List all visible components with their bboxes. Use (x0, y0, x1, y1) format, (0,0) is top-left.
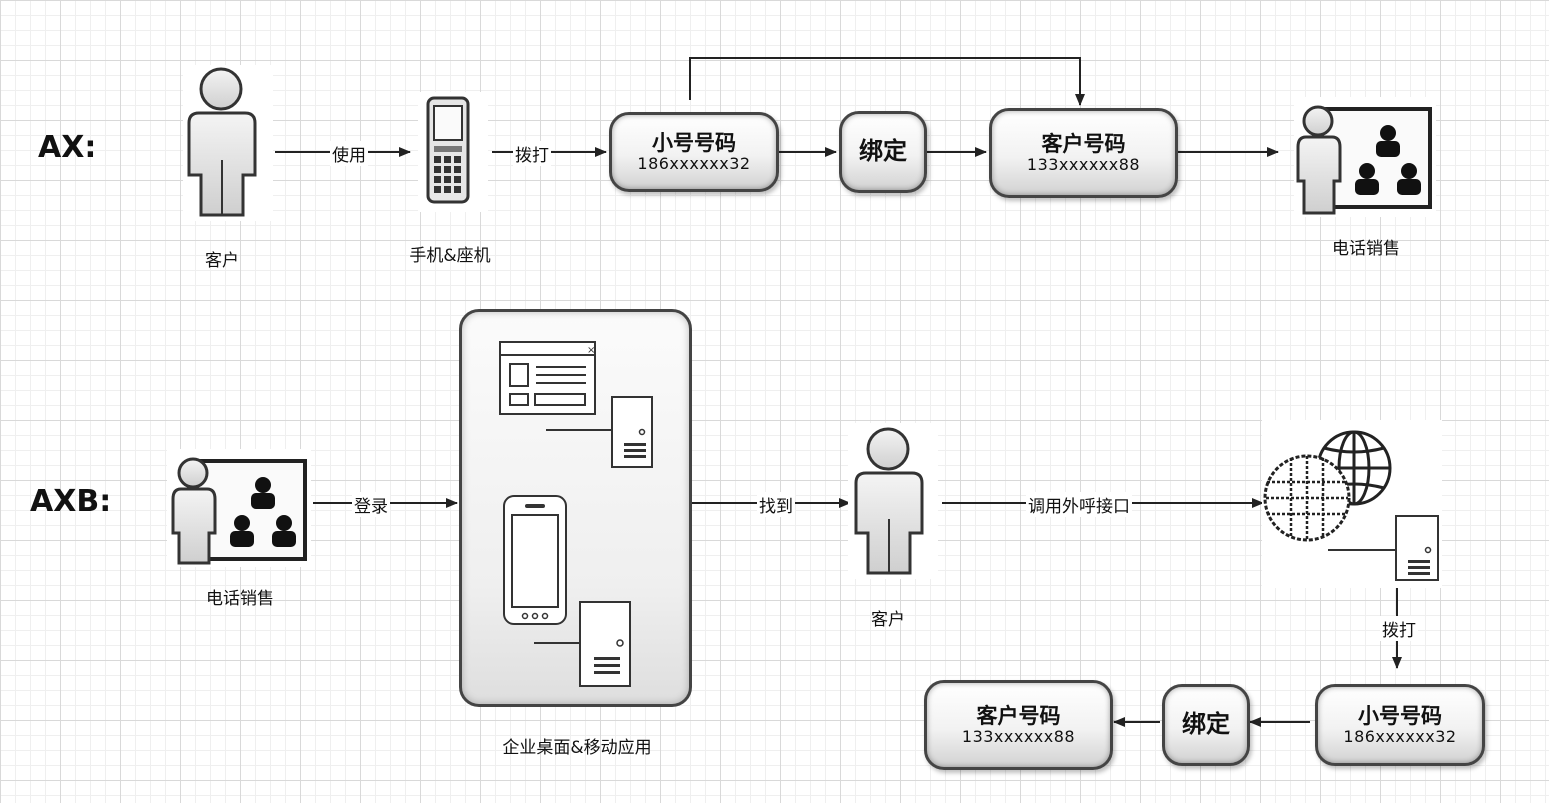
ax-customer-caption: 客户 (205, 251, 239, 271)
axb-customer-number-value: 133xxxxxx88 (961, 727, 1076, 747)
ax-small-number-value: 186xxxxxx32 (637, 154, 751, 174)
app-panel-illustration: × (499, 341, 653, 687)
axb-small-number-node: 小号号码 186xxxxxx32 (1315, 684, 1485, 766)
ax-customer-number-title: 客户号码 (1041, 132, 1126, 157)
axb-customer-number-node: 客户号码 133xxxxxx88 (924, 680, 1113, 770)
ax-small-number-title: 小号号码 (652, 131, 736, 156)
axb-edge-dial-label: 拨打 (1380, 616, 1418, 641)
axb-edge-find-label: 找到 (757, 492, 795, 517)
ax-bind-node: 绑定 (839, 111, 927, 193)
server-icon (1328, 515, 1439, 581)
axb-small-number-value: 186xxxxxx32 (1343, 727, 1457, 747)
axb-customer-number-title: 客户号码 (976, 704, 1061, 729)
browser-window-icon: × (499, 341, 596, 415)
axb-customer-node (848, 423, 938, 579)
axb-bind-label: 绑定 (1182, 710, 1230, 739)
edge-loop-line (689, 57, 1085, 106)
sales-team-icon (171, 457, 307, 565)
ax-phone-caption: 手机&座机 (409, 246, 491, 266)
ax-small-number-node: 小号号码 186xxxxxx32 (609, 112, 779, 192)
ax-phone-node (418, 92, 488, 212)
axb-app-panel: × (459, 309, 692, 707)
person-icon (187, 67, 257, 217)
axb-sales-node (167, 449, 311, 567)
server-icon (534, 601, 631, 687)
axb-edge-login-label: 登录 (352, 492, 390, 517)
axb-app-caption: 企业桌面&移动应用 (502, 738, 652, 758)
person-icon (854, 427, 924, 575)
ax-edge-dial-label: 拨打 (513, 141, 551, 166)
axb-edge-api-label: 调用外呼接口 (1026, 492, 1132, 517)
globe-server-icon (1263, 430, 1439, 581)
axb-small-number-title: 小号号码 (1358, 704, 1442, 729)
svg-text:×: × (587, 345, 595, 356)
axb-bind-node: 绑定 (1162, 684, 1250, 766)
ax-bind-label: 绑定 (859, 137, 907, 166)
mobile-phone-icon (426, 96, 470, 204)
axb-gateway-node (1262, 420, 1442, 588)
ax-edge-use-label: 使用 (330, 141, 368, 166)
smartphone-icon (503, 495, 567, 625)
ax-customer-number-value: 133xxxxxx88 (1026, 155, 1141, 175)
axb-customer-caption: 客户 (871, 610, 905, 630)
ax-row-label: AX: (38, 130, 97, 165)
ax-customer-number-node: 客户号码 133xxxxxx88 (989, 108, 1178, 198)
ax-sales-node (1294, 97, 1436, 217)
server-icon (546, 396, 653, 468)
axb-row-label: AXB: (30, 484, 112, 519)
axb-sales-caption: 电话销售 (206, 589, 274, 609)
ax-customer-node (183, 65, 273, 221)
ax-sales-caption: 电话销售 (1332, 239, 1400, 259)
dotted-globe-icon (1263, 454, 1351, 542)
sales-team-icon (1296, 105, 1432, 215)
